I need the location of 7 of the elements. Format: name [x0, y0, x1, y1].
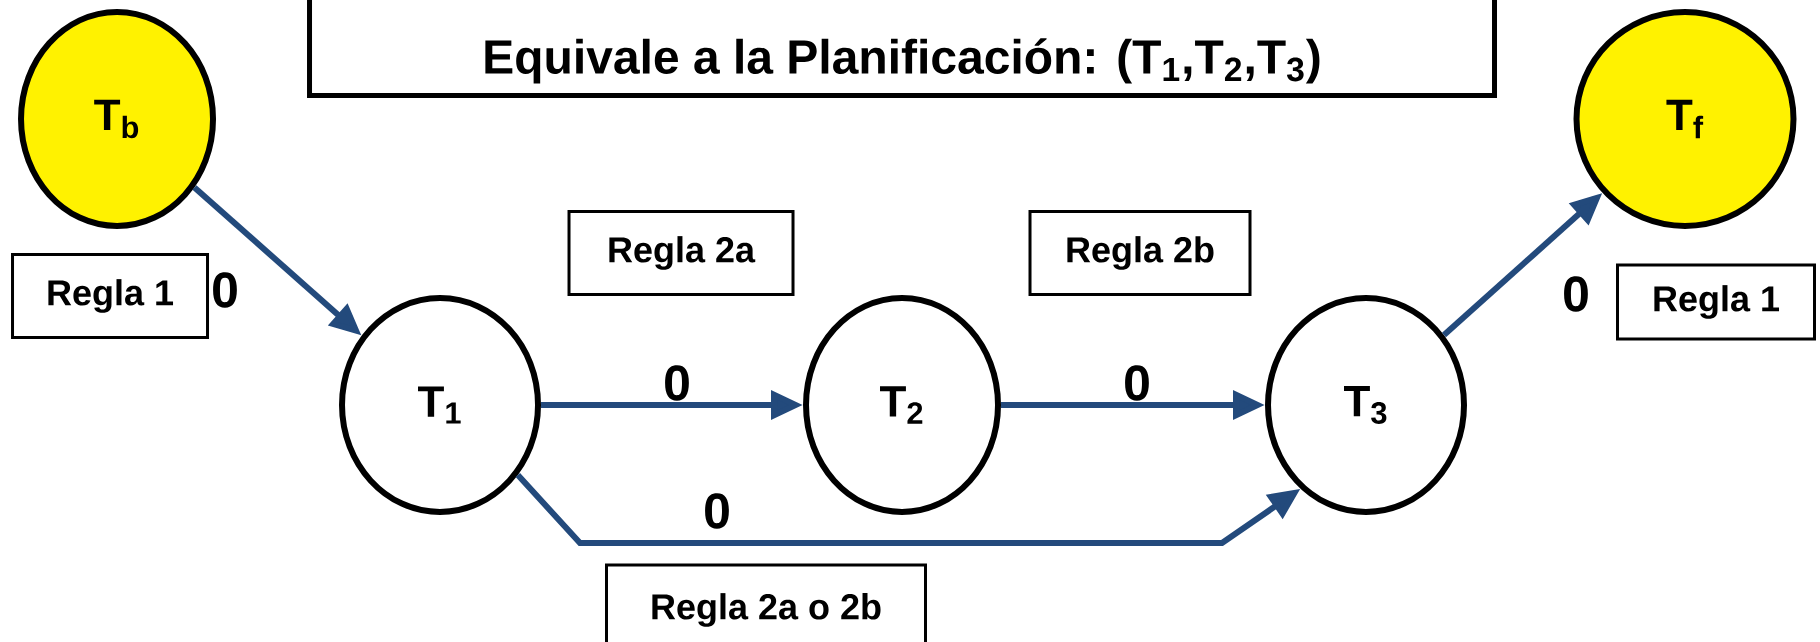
heading-box: Equivale a la Planificación: (T$_{1}$,T$_{2}$,T$_{3}$)	[307, 0, 1497, 98]
edge-label: 0	[1564, 276, 1588, 312]
edge-label: 0	[213, 272, 237, 308]
edge-label: 0	[665, 365, 689, 401]
edge-label: 0	[705, 493, 729, 529]
rule-box: Regla 2a o 2b	[605, 563, 927, 642]
edge-label: 0	[1125, 365, 1149, 401]
